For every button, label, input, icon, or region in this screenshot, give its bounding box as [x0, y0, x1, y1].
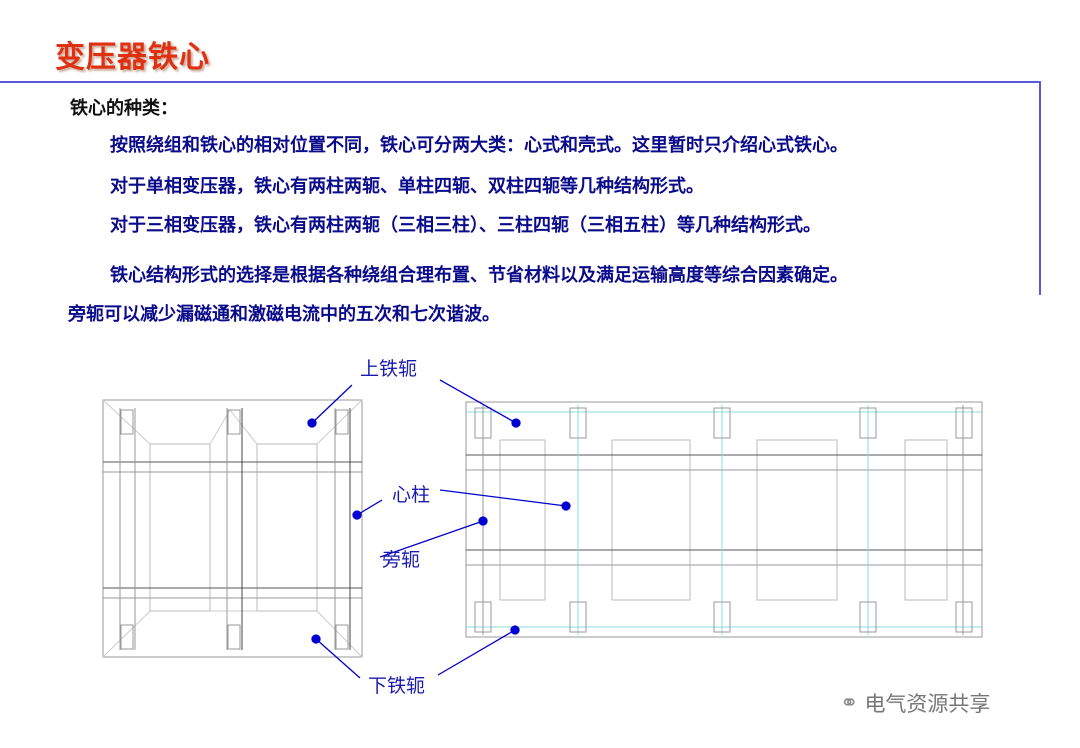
pointer-lines — [307, 379, 571, 679]
paragraph: 铁心结构形式的选择是根据各种绕组合理布置、节省材料以及满足运输高度等综合因素确定… — [110, 265, 848, 286]
right-border — [1039, 81, 1041, 295]
watermark: ⚭ 电气资源共享 — [840, 688, 990, 718]
label-lower-yoke: 下铁轭 — [368, 675, 426, 697]
paragraph: 对于三相变压器，铁心有两柱两轭（三相三柱）、三柱四轭（三相五柱）等几种结构形式。 — [110, 215, 821, 236]
five-limb-core — [465, 401, 983, 638]
wechat-icon: ⚭ — [840, 690, 859, 716]
section-heading: 铁心的种类： — [70, 98, 178, 119]
paragraph: 旁轭可以减少漏磁通和激磁电流中的五次和七次谐波。 — [68, 304, 500, 325]
label-side-yoke: 旁轭 — [382, 549, 421, 571]
label-core-limb: 心柱 — [392, 484, 431, 506]
paragraph: 对于单相变压器，铁心有两柱两轭、单柱四轭、双柱四轭等几种结构形式。 — [110, 176, 704, 197]
label-upper-yoke: 上铁轭 — [360, 358, 418, 380]
slide-title: 变压器铁心 — [55, 40, 210, 75]
watermark-text: 电气资源共享 — [864, 692, 991, 716]
paragraph: 按照绕组和铁心的相对位置不同，铁心可分两大类：心式和壳式。这里暂时只介绍心式铁心… — [110, 135, 848, 156]
header-divider — [0, 81, 1040, 83]
three-limb-core — [102, 399, 363, 658]
